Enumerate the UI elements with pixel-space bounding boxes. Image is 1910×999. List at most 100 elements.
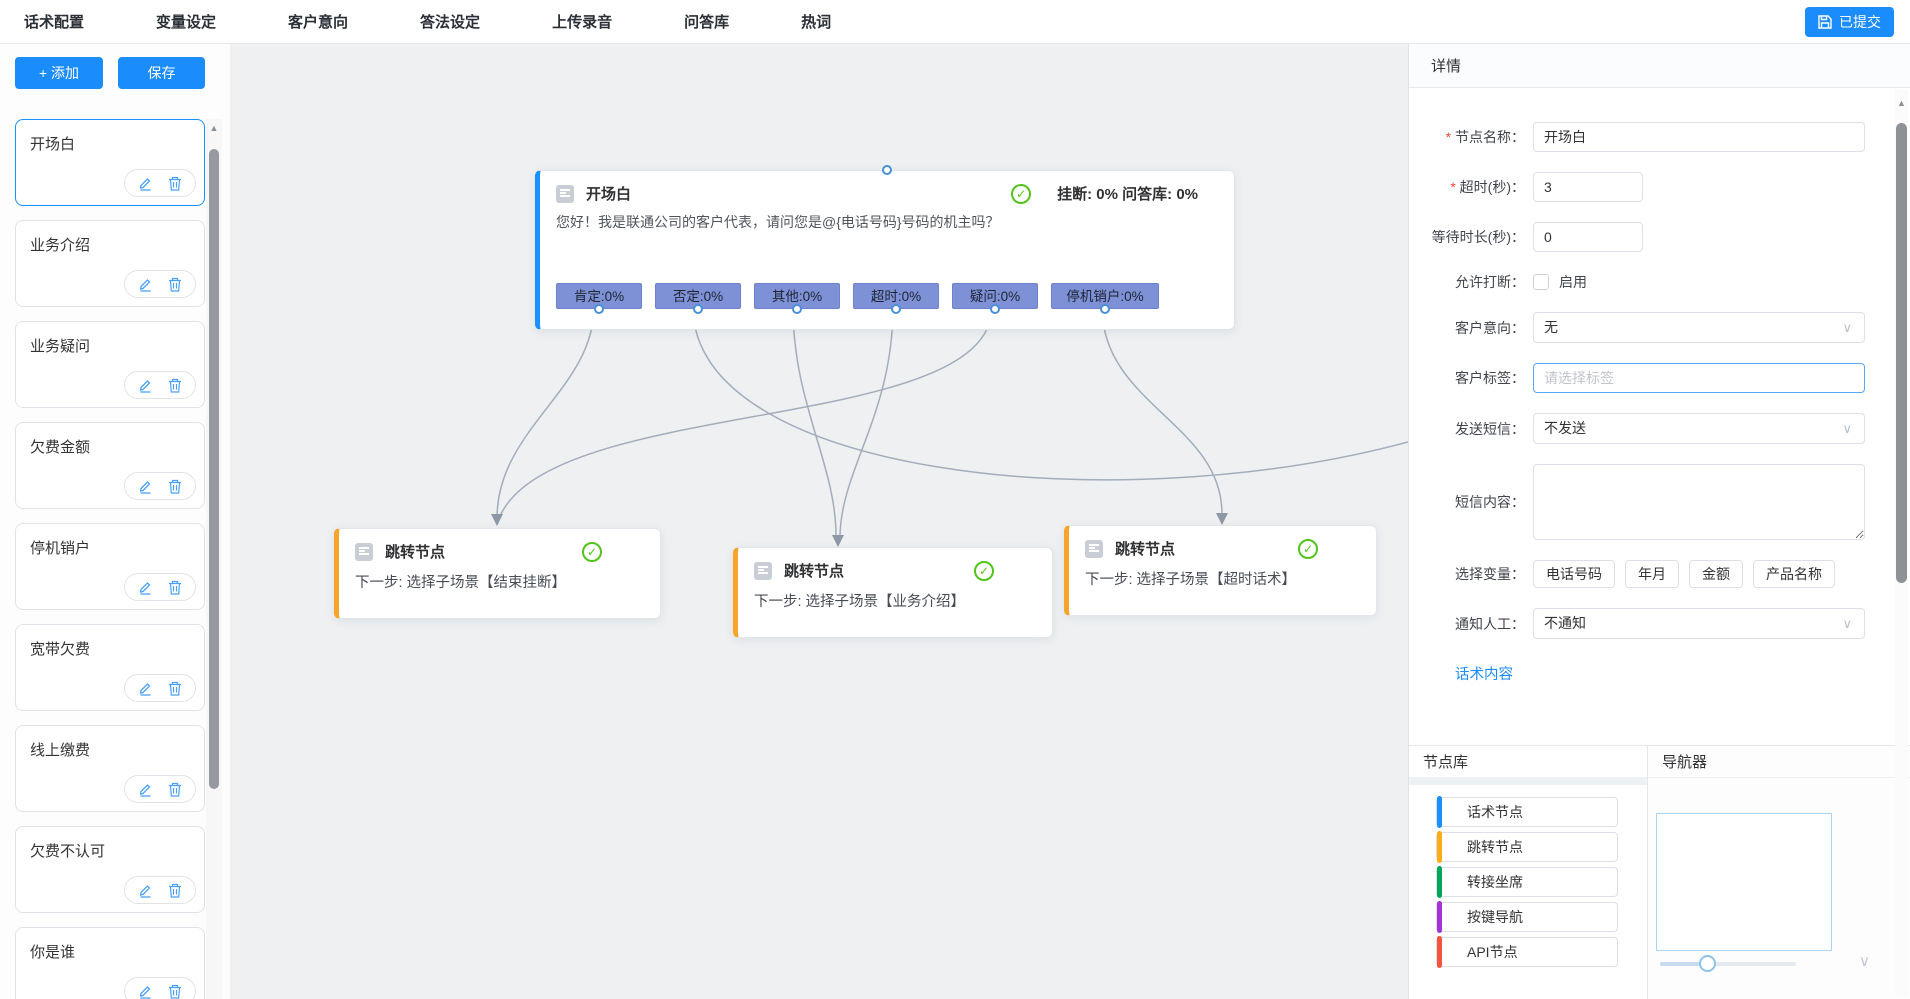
scroll-up-icon[interactable]: ▲	[209, 123, 219, 133]
field-notify: 通知人工： 不通知	[1425, 608, 1886, 639]
edit-icon[interactable]	[138, 883, 153, 898]
branch-tag-other[interactable]: 其他:0%	[754, 283, 840, 314]
variable-button-amount[interactable]: 金额	[1689, 560, 1743, 588]
delete-icon[interactable]	[168, 681, 182, 696]
jump-node-icon	[754, 561, 772, 580]
delete-icon[interactable]	[168, 782, 182, 797]
branch-port[interactable]	[891, 304, 901, 314]
submitted-button[interactable]: 已提交	[1805, 7, 1894, 37]
scene-card-online-payment[interactable]: 线上缴费	[15, 725, 205, 812]
library-item-api-node[interactable]: API节点	[1436, 936, 1618, 968]
sidebar-scrollbar[interactable]: ▲	[206, 119, 222, 999]
scene-card-broadband-arrears[interactable]: 宽带欠费	[15, 624, 205, 711]
save-button[interactable]: 保存	[118, 57, 205, 89]
node-opening[interactable]: 开场白 挂断: 0% 问答库: 0% 您好！我是联通公司的客户代表，请问您是@{…	[535, 165, 1235, 330]
scene-card-suspend-cancel[interactable]: 停机销户	[15, 523, 205, 610]
library-item-transfer-agent[interactable]: 转接坐席	[1436, 866, 1618, 898]
nav-item-answers[interactable]: 答法设定	[420, 14, 481, 31]
delete-icon[interactable]	[168, 479, 182, 494]
branch-tag-positive[interactable]: 肯定:0%	[556, 283, 642, 314]
intent-select[interactable]: 无	[1533, 312, 1865, 343]
scene-card-arrears-denied[interactable]: 欠费不认可	[15, 826, 205, 913]
branch-tag-negative[interactable]: 否定:0%	[655, 283, 741, 314]
node-name-input[interactable]	[1533, 122, 1865, 152]
notify-select[interactable]: 不通知	[1533, 608, 1865, 639]
nav-item-variables[interactable]: 变量设定	[156, 14, 217, 31]
node-library-list: 话术节点 跳转节点 转接坐席 按键导航 API节点	[1409, 785, 1647, 968]
delete-icon[interactable]	[168, 176, 182, 191]
script-content-link[interactable]: 话术内容	[1455, 667, 1513, 683]
field-label: 等待时长(秒)：	[1431, 229, 1525, 245]
delete-icon[interactable]	[168, 378, 182, 393]
field-label: 发送短信：	[1455, 420, 1525, 437]
node-jump-timeout-script[interactable]: 跳转节点 下一步: 选择子场景【超时话术】	[1064, 525, 1377, 616]
scene-card-business-intro[interactable]: 业务介绍	[15, 220, 205, 307]
nav-item-intent[interactable]: 客户意向	[288, 14, 349, 31]
scroll-up-icon[interactable]: ▲	[1897, 98, 1906, 108]
jump-target-text: 下一步: 选择子场景【业务介绍】	[754, 594, 966, 610]
library-item-label: 转接坐席	[1467, 874, 1523, 890]
node-input-port[interactable]	[882, 165, 892, 175]
library-item-key-navigation[interactable]: 按键导航	[1436, 901, 1618, 933]
chevron-down-icon[interactable]: ∨	[1859, 953, 1870, 970]
variable-button-yearmonth[interactable]: 年月	[1625, 560, 1679, 588]
delete-icon[interactable]	[168, 883, 182, 898]
library-item-script-node[interactable]: 话术节点	[1436, 796, 1618, 828]
add-button[interactable]: + 添加	[15, 57, 103, 89]
node-jump-business-intro[interactable]: 跳转节点 下一步: 选择子场景【业务介绍】	[733, 547, 1053, 638]
branch-tag-timeout[interactable]: 超时:0%	[853, 283, 939, 314]
branch-tag-suspend[interactable]: 停机销户:0%	[1051, 283, 1159, 314]
branch-port[interactable]	[693, 304, 703, 314]
variable-button-phone[interactable]: 电话号码	[1533, 560, 1615, 588]
flow-canvas[interactable]: 开场白 挂断: 0% 问答库: 0% 您好！我是联通公司的客户代表，请问您是@{…	[230, 44, 1408, 999]
edit-icon[interactable]	[138, 580, 153, 595]
nav-item-hotwords[interactable]: 热词	[801, 14, 832, 31]
nav-item-script-config[interactable]: 话术配置	[24, 14, 85, 31]
scene-card-business-question[interactable]: 业务疑问	[15, 321, 205, 408]
valid-check-icon	[1298, 538, 1318, 559]
panel-scrollbar[interactable]: ▲	[1895, 90, 1908, 995]
edit-icon[interactable]	[138, 681, 153, 696]
timeout-input[interactable]	[1533, 172, 1643, 202]
library-item-jump-node[interactable]: 跳转节点	[1436, 831, 1618, 863]
branch-port[interactable]	[1100, 304, 1110, 314]
slider-handle[interactable]	[1699, 955, 1716, 972]
navigator-minimap[interactable]	[1656, 813, 1832, 951]
branch-tag-row: 肯定:0% 否定:0% 其他:0% 超时:0% 疑问:0% 停机销户:0%	[556, 283, 1159, 314]
edit-icon[interactable]	[138, 984, 153, 999]
sms-select[interactable]: 不发送	[1533, 413, 1865, 444]
branch-port[interactable]	[594, 304, 604, 314]
wait-time-input[interactable]	[1533, 222, 1643, 252]
delete-icon[interactable]	[168, 277, 182, 292]
scrollbar-thumb[interactable]	[209, 149, 219, 789]
edit-icon[interactable]	[138, 277, 153, 292]
delete-icon[interactable]	[168, 580, 182, 595]
node-title: 开场白	[586, 186, 632, 203]
nav-item-upload-audio[interactable]: 上传录音	[552, 14, 613, 31]
edit-icon[interactable]	[138, 782, 153, 797]
edit-icon[interactable]	[138, 378, 153, 393]
navigator-zoom-slider[interactable]	[1660, 955, 1796, 972]
edge-suspend	[1101, 306, 1223, 515]
scrollbar-thumb[interactable]	[1896, 123, 1907, 583]
edit-icon[interactable]	[138, 479, 153, 494]
variable-button-product[interactable]: 产品名称	[1753, 560, 1835, 588]
node-title: 跳转节点	[1115, 541, 1176, 558]
customer-tag-input[interactable]	[1533, 363, 1865, 393]
sms-content-textarea[interactable]	[1533, 464, 1865, 540]
delete-icon[interactable]	[168, 984, 182, 999]
branch-port[interactable]	[990, 304, 1000, 314]
branch-tag-question[interactable]: 疑问:0%	[952, 283, 1038, 314]
node-jump-end-hangup[interactable]: 跳转节点 下一步: 选择子场景【结束挂断】	[334, 528, 661, 619]
branch-port[interactable]	[792, 304, 802, 314]
scene-card-who-are-you[interactable]: 你是谁	[15, 927, 205, 999]
detail-panel-title: 详情	[1409, 44, 1910, 88]
edge-timeout	[839, 306, 894, 537]
scene-card-arrears-amount[interactable]: 欠费金额	[15, 422, 205, 509]
scene-card-opening[interactable]: 开场白	[15, 119, 205, 206]
color-bar	[1437, 831, 1442, 863]
interrupt-checkbox[interactable]	[1533, 274, 1549, 290]
edit-icon[interactable]	[138, 176, 153, 191]
nav-item-qa-library[interactable]: 问答库	[684, 14, 730, 31]
field-node-name: 节点名称：	[1425, 122, 1886, 152]
